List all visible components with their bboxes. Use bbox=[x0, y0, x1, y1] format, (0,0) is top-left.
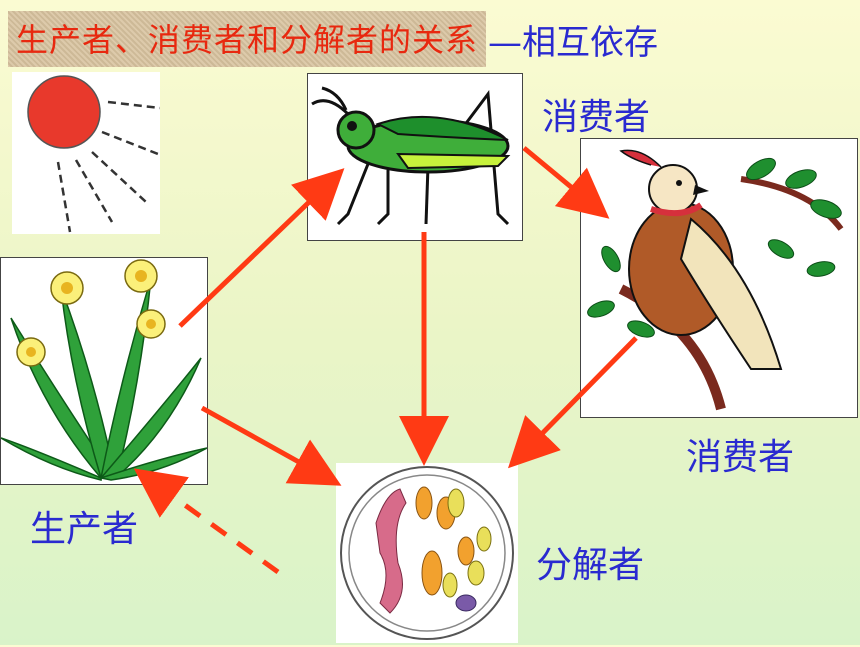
arrow-plant-to-decomposer bbox=[200, 405, 342, 486]
title-main: 生产者、消费者和分解者的关系 bbox=[8, 11, 487, 67]
plant-panel bbox=[0, 257, 208, 485]
label-producer: 生产者 bbox=[30, 509, 139, 550]
label-consumer-top: 消费者 bbox=[542, 97, 651, 138]
sun-panel bbox=[12, 72, 161, 234]
microbe-panel bbox=[336, 463, 518, 643]
slide-title: 生产者、消费者和分解者的关系 —相互依存 bbox=[8, 10, 658, 68]
bird-icon bbox=[587, 149, 844, 411]
title-subtitle: —相互依存 bbox=[488, 22, 659, 63]
microbes-icon bbox=[340, 466, 514, 640]
sun-icon bbox=[27, 75, 161, 233]
daffodil-plant-icon bbox=[0, 259, 208, 481]
grasshopper-panel bbox=[307, 73, 523, 241]
label-decomposer: 分解者 bbox=[536, 545, 645, 586]
arrow-decomposer-to-plant bbox=[133, 468, 280, 575]
grasshopper-icon bbox=[311, 86, 511, 226]
bird-panel bbox=[580, 138, 858, 418]
label-consumer-right: 消费者 bbox=[686, 437, 795, 478]
